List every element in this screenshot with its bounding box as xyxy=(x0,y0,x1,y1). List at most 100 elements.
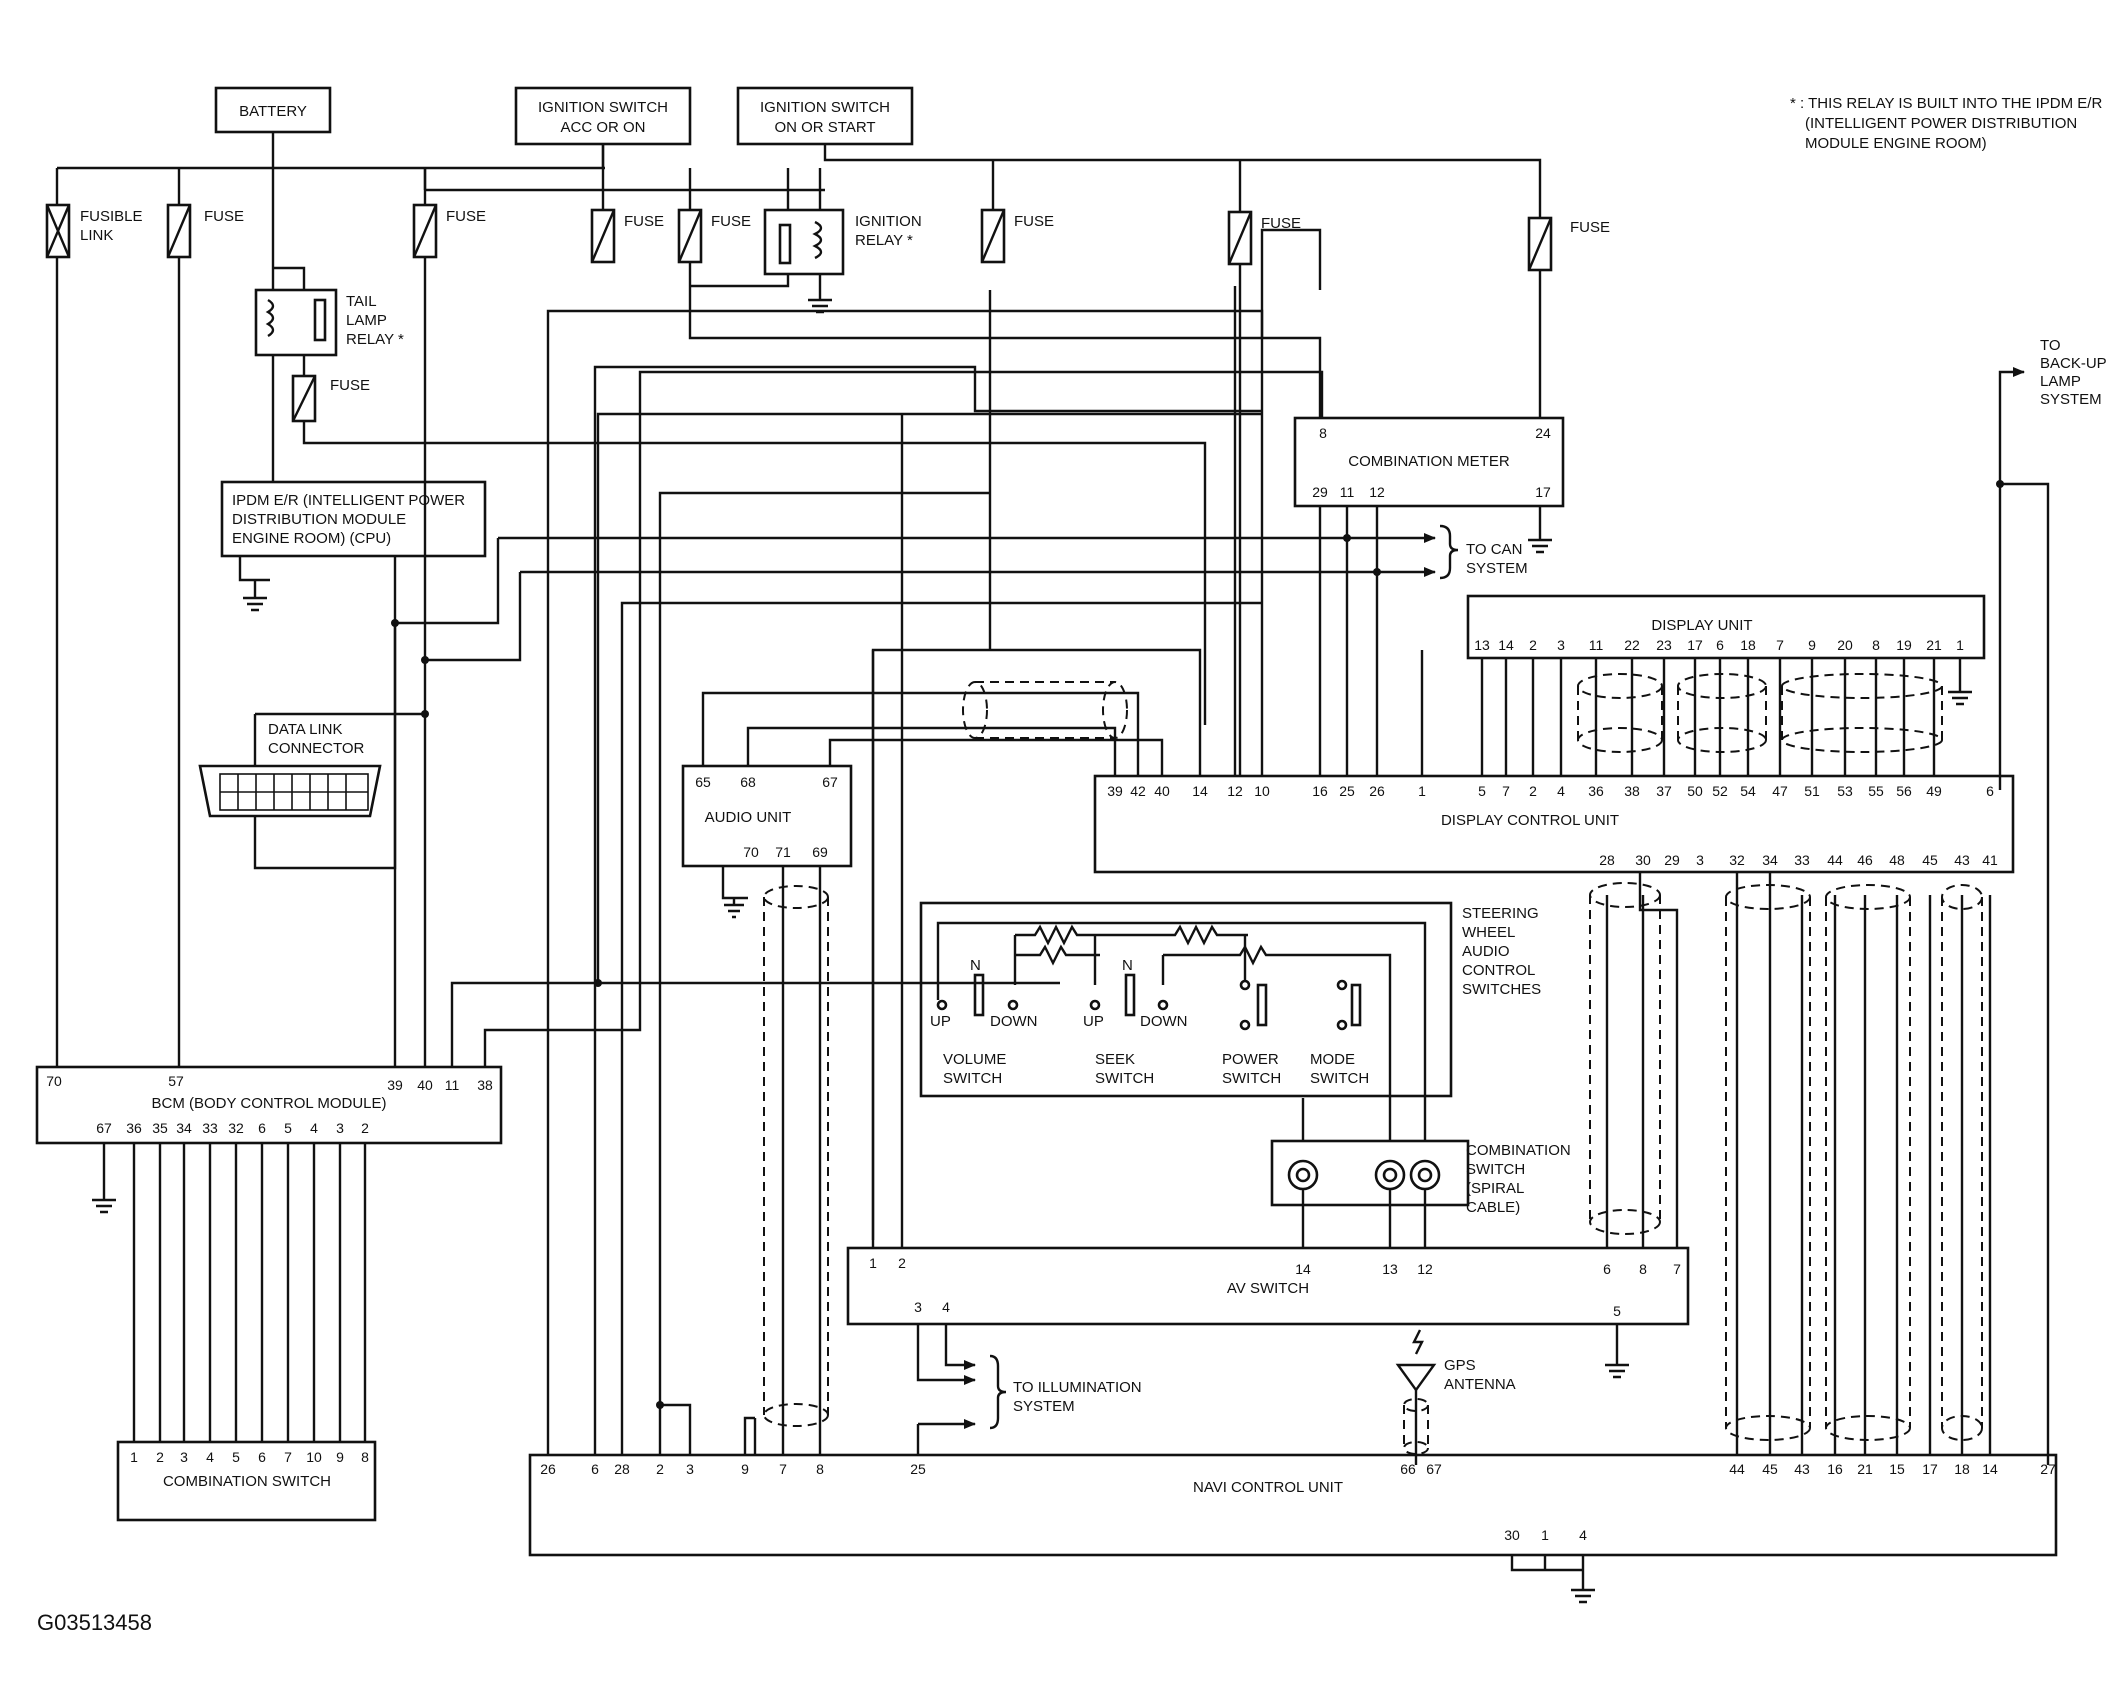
svg-text:68: 68 xyxy=(740,774,756,790)
svg-text:2: 2 xyxy=(1529,637,1537,653)
dcu-top-pin-25: 25 xyxy=(1339,783,1355,799)
svg-text:FUSIBLE: FUSIBLE xyxy=(80,208,143,225)
bcm-bottom-pin-5: 5 xyxy=(284,1120,292,1136)
fuse-2: FUSE xyxy=(412,168,486,259)
bcm-bottom-pin-34: 34 xyxy=(176,1120,192,1136)
navi-right-wiring xyxy=(1725,872,1992,1455)
bcm-bottom-pin-3: 3 xyxy=(336,1120,344,1136)
svg-text:COMBINATION: COMBINATION xyxy=(1466,1142,1571,1159)
combination-switch-pin-6: 6 xyxy=(258,1449,266,1465)
svg-text:14: 14 xyxy=(1295,1261,1311,1277)
navi-left-pin-6: 6 xyxy=(591,1461,599,1477)
svg-text:40: 40 xyxy=(417,1077,433,1093)
svg-text:IPDM E/R (INTELLIGENT POWER: IPDM E/R (INTELLIGENT POWER xyxy=(232,492,465,509)
to-backup-lamp-system: TO BACK-UP LAMP SYSTEM xyxy=(1996,337,2107,1465)
ignition-switch-on-box: IGNITION SWITCH ON OR START xyxy=(736,86,914,146)
dcu-top-pin-12: 12 xyxy=(1227,783,1243,799)
svg-text:FUSE: FUSE xyxy=(446,208,486,225)
av-switch: AV SWITCH 1 2 14 13 12 6 8 7 3 4 5 TO IL… xyxy=(846,414,1690,1430)
svg-text:SYSTEM: SYSTEM xyxy=(1013,1398,1075,1415)
svg-text:17: 17 xyxy=(1687,637,1703,653)
svg-text:65: 65 xyxy=(695,774,711,790)
dcu-top-pin-4: 4 xyxy=(1557,783,1565,799)
combination-switch-pin-3: 3 xyxy=(180,1449,188,1465)
navi-right-pin-18: 18 xyxy=(1954,1461,1970,1477)
fuse-1: FUSE xyxy=(166,168,244,259)
svg-text:70: 70 xyxy=(46,1073,62,1089)
combination-switch-pin-2: 2 xyxy=(156,1449,164,1465)
combination-switch-pin-5: 5 xyxy=(232,1449,240,1465)
svg-text:71: 71 xyxy=(775,844,791,860)
svg-text:LINK: LINK xyxy=(80,227,113,244)
svg-text:TO ILLUMINATION: TO ILLUMINATION xyxy=(1013,1379,1142,1396)
dcu-top-pin-38: 38 xyxy=(1624,783,1640,799)
dcu-top-pin-56: 56 xyxy=(1896,783,1912,799)
svg-text:21: 21 xyxy=(1926,637,1942,653)
navi-right-pin-16: 16 xyxy=(1827,1461,1843,1477)
svg-text:67: 67 xyxy=(1426,1461,1442,1477)
navi-left-pin-25: 25 xyxy=(910,1461,926,1477)
fuse-3: FUSE xyxy=(590,144,664,264)
dcu-bottom-pin-45: 45 xyxy=(1922,852,1938,868)
svg-text:DATA LINK: DATA LINK xyxy=(268,721,342,738)
svg-text:BACK-UP: BACK-UP xyxy=(2040,355,2107,372)
svg-text:8: 8 xyxy=(1319,425,1327,441)
dcu-top-pin-7: 7 xyxy=(1502,783,1510,799)
svg-text:NAVI CONTROL UNIT: NAVI CONTROL UNIT xyxy=(1193,1479,1343,1496)
svg-text:SYSTEM: SYSTEM xyxy=(1466,560,1528,577)
svg-text:13: 13 xyxy=(1474,637,1490,653)
svg-text:SWITCH: SWITCH xyxy=(1310,1070,1369,1087)
dcu-bottom-pin-43: 43 xyxy=(1954,852,1970,868)
navi-left-pin-3: 3 xyxy=(686,1461,694,1477)
svg-text:69: 69 xyxy=(812,844,828,860)
svg-text:SWITCH: SWITCH xyxy=(1466,1161,1525,1178)
combination-switch-pin-7: 7 xyxy=(284,1449,292,1465)
svg-text:ACC OR ON: ACC OR ON xyxy=(560,119,645,136)
svg-text:FUSE: FUSE xyxy=(1570,219,1610,236)
svg-text:(INTELLIGENT POWER DISTRIBUTIO: (INTELLIGENT POWER DISTRIBUTION xyxy=(1805,115,2077,132)
svg-text:20: 20 xyxy=(1837,637,1853,653)
svg-text:(SPIRAL: (SPIRAL xyxy=(1466,1180,1524,1197)
svg-text:12: 12 xyxy=(1369,484,1385,500)
svg-text:AV SWITCH: AV SWITCH xyxy=(1227,1280,1309,1297)
navi-right-pin-21: 21 xyxy=(1857,1461,1873,1477)
svg-text:IGNITION: IGNITION xyxy=(855,213,922,230)
svg-text:22: 22 xyxy=(1624,637,1640,653)
dcu-top-pin-2: 2 xyxy=(1529,783,1537,799)
svg-text:POWER: POWER xyxy=(1222,1051,1279,1068)
svg-text:RELAY *: RELAY * xyxy=(346,331,404,348)
svg-text:29: 29 xyxy=(1312,484,1328,500)
svg-text:CONNECTOR: CONNECTOR xyxy=(268,740,365,757)
dcu-bottom-pin-28: 28 xyxy=(1599,852,1615,868)
svg-text:IGNITION SWITCH: IGNITION SWITCH xyxy=(538,99,668,116)
fuse-6: FUSE xyxy=(1227,160,1301,266)
svg-text:1: 1 xyxy=(869,1255,877,1271)
combination-switch-pin-8: 8 xyxy=(361,1449,369,1465)
svg-text:TO CAN: TO CAN xyxy=(1466,541,1522,558)
svg-text:11: 11 xyxy=(445,1077,460,1093)
svg-text:11: 11 xyxy=(1340,484,1355,500)
power-bus xyxy=(57,132,1542,210)
dcu-top-pin-47: 47 xyxy=(1772,783,1788,799)
svg-text:SWITCH: SWITCH xyxy=(943,1070,1002,1087)
bcm-bottom-pin-32: 32 xyxy=(228,1120,244,1136)
fuse-7: FUSE xyxy=(1527,210,1610,272)
svg-text:FUSE: FUSE xyxy=(204,208,244,225)
svg-text:7: 7 xyxy=(1776,637,1784,653)
steering-wheel-audio-control-switches: STEERING WHEEL AUDIO CONTROL SWITCHES N … xyxy=(919,901,1541,1140)
svg-text:COMBINATION SWITCH: COMBINATION SWITCH xyxy=(163,1473,331,1490)
svg-text:FUSE: FUSE xyxy=(711,213,751,230)
svg-text:17: 17 xyxy=(1535,484,1551,500)
dcu-top-pin-26: 26 xyxy=(1369,783,1385,799)
svg-text:70: 70 xyxy=(743,844,759,860)
svg-text:9: 9 xyxy=(1808,637,1816,653)
svg-text:14: 14 xyxy=(1498,637,1514,653)
svg-text:FUSE: FUSE xyxy=(624,213,664,230)
svg-text:67: 67 xyxy=(822,774,838,790)
dcu-bottom-pin-34: 34 xyxy=(1762,852,1778,868)
svg-text:SYSTEM: SYSTEM xyxy=(2040,391,2102,408)
dcu-top-pin-39: 39 xyxy=(1107,783,1123,799)
dcu-bottom-pin-46: 46 xyxy=(1857,852,1873,868)
